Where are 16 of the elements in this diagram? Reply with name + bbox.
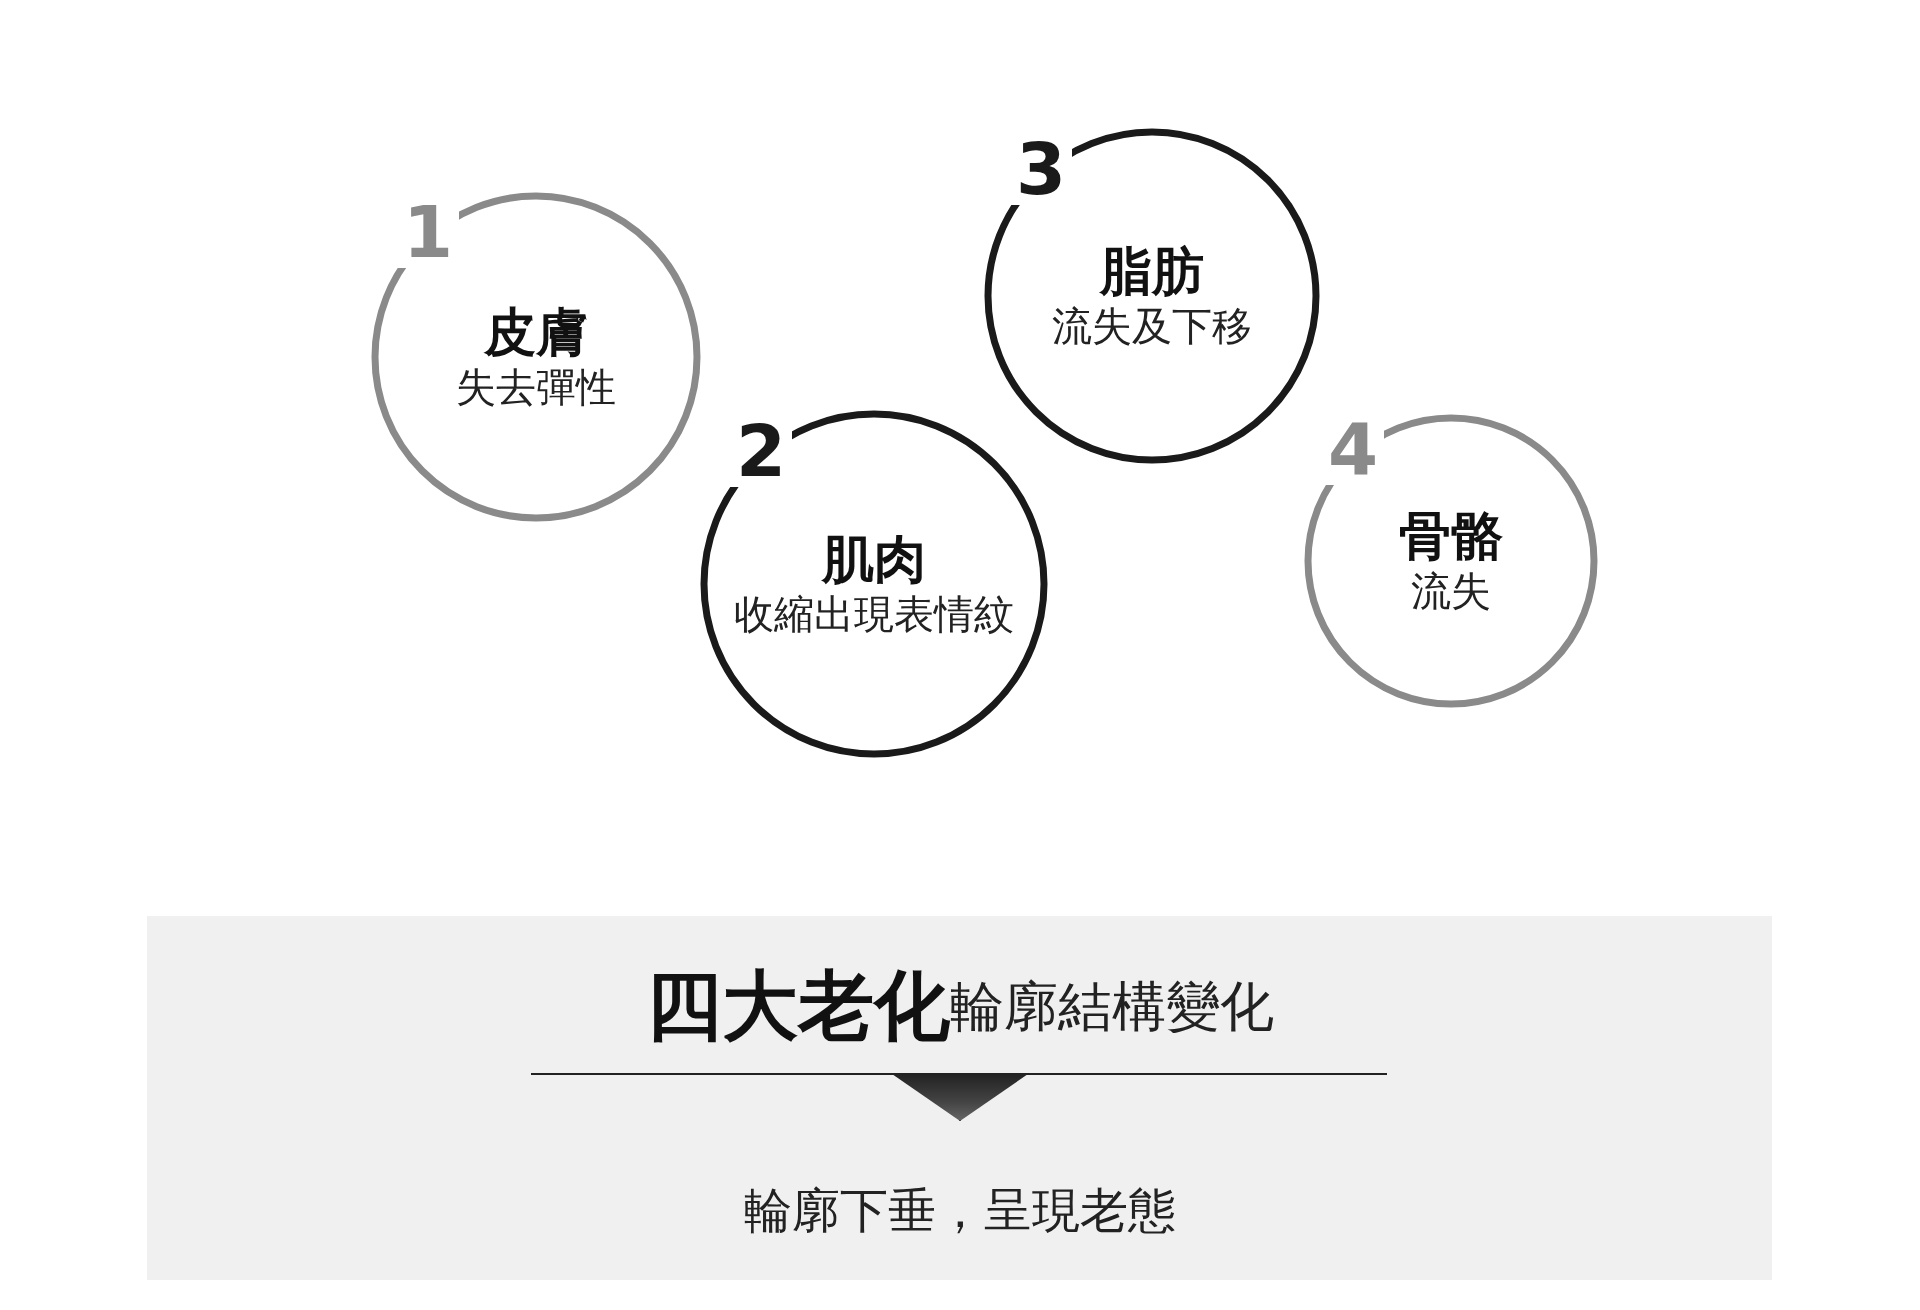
circle-description: 流失及下移: [1052, 301, 1252, 350]
circle-heading: 脂肪: [1100, 242, 1204, 302]
circle-description: 失去彈性: [456, 362, 616, 411]
arrow: [892, 1073, 1028, 1122]
conclusion-text: 輪廓下垂，呈現老態: [560, 1121, 1360, 1301]
panel-heading: 四大老化輪廓結構變化: [540, 940, 1380, 1074]
panel-background: [147, 916, 1772, 1280]
circle-heading: 肌肉: [822, 530, 926, 590]
circle-node: [371, 192, 701, 522]
circle-description: 收縮出現表情紋: [734, 589, 1014, 638]
circle-node: [1304, 414, 1598, 708]
circle-heading: 皮膚: [484, 303, 588, 363]
circle-node: [984, 128, 1320, 464]
circle-heading: 骨骼: [1399, 507, 1503, 567]
circle-description: 流失: [1411, 566, 1491, 615]
circle-node: [700, 410, 1048, 758]
